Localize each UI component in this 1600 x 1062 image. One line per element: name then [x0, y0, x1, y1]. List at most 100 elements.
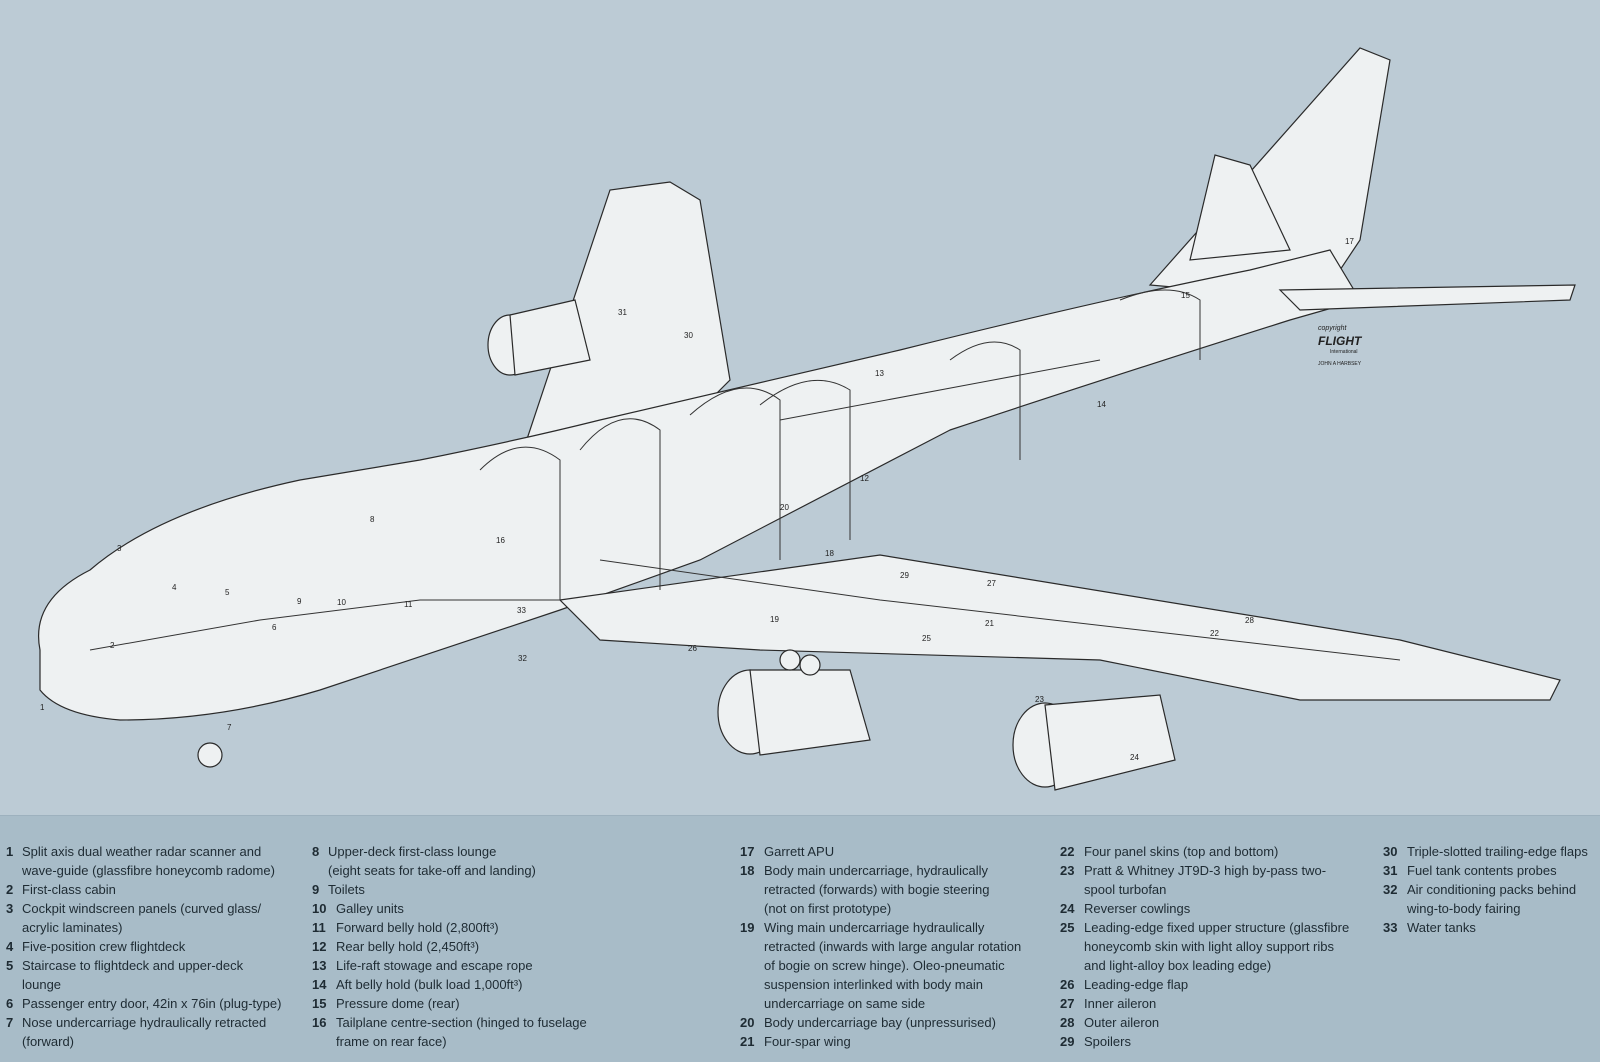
legend-item-text: Spoilers — [1084, 1034, 1131, 1049]
callout-18: 18 — [825, 549, 834, 558]
callout-8: 8 — [370, 515, 375, 524]
callout-14: 14 — [1097, 400, 1106, 409]
flight-international-credit: copyright FLIGHT International JOHN A HA… — [1318, 325, 1363, 367]
legend-item-number: 22 — [1060, 844, 1075, 859]
callout-11: 11 — [404, 600, 413, 609]
legend-item-text: Leading-edge fixed upper structure (glas… — [1084, 920, 1350, 973]
callout-1: 1 — [40, 703, 45, 712]
callout-25: 25 — [922, 634, 931, 643]
legend-item-text: Reverser cowlings — [1084, 901, 1191, 916]
callout-10: 10 — [337, 598, 346, 607]
legend-item-number: 25 — [1060, 920, 1075, 935]
legend-item-text: Leading-edge flap — [1084, 977, 1189, 992]
legend-item-number: 17 — [740, 844, 755, 859]
legend-item-text: Water tanks — [1407, 920, 1476, 935]
legend-item-text: First-class cabin — [22, 882, 116, 897]
legend-item-text: Body main undercarriage, hydraulically r… — [764, 863, 990, 916]
near-wing — [558, 554, 1561, 701]
fuselage — [38, 249, 1361, 721]
legend-item-number: 14 — [312, 977, 327, 992]
legend-item-text: Galley units — [336, 901, 404, 916]
legend-item-text: Pressure dome (rear) — [336, 996, 460, 1011]
legend-item: 18 Body main undercarriage, hydraulically… — [740, 861, 1070, 918]
callout-24: 24 — [1130, 753, 1139, 762]
callout-23: 23 — [1035, 695, 1044, 704]
legend-item-text: Staircase to flightdeck and upper-deck l… — [22, 958, 244, 992]
legend-item: 5 Staircase to flightdeck and upper-deck … — [6, 956, 306, 994]
legend-item-number: 30 — [1383, 844, 1398, 859]
callout-26: 26 — [688, 644, 697, 653]
svg-text:International: International — [1330, 349, 1358, 355]
svg-text:JOHN A HARBSEY: JOHN A HARBSEY — [1318, 361, 1362, 367]
legend-item-number: 16 — [312, 1015, 327, 1030]
legend-item: 22 Four panel skins (top and bottom) — [1060, 842, 1370, 861]
legend-item-number: 4 — [6, 939, 14, 954]
legend-item-text: Wing main undercarriage hydraulically re… — [764, 920, 1022, 1011]
legend-item: 14 Aft belly hold (bulk load 1,000ft³) — [312, 975, 642, 994]
upper-tailplane — [1189, 154, 1291, 261]
legend-item-text: Aft belly hold (bulk load 1,000ft³) — [336, 977, 523, 992]
legend-item-number: 13 — [312, 958, 327, 973]
callout-21: 21 — [985, 619, 994, 628]
svg-text:FLIGHT: FLIGHT — [1318, 334, 1363, 348]
legend-item-text: Pratt & Whitney JT9D-3 high by-pass two-… — [1084, 863, 1327, 897]
legend-item-text: Fuel tank contents probes — [1407, 863, 1557, 878]
legend-item-text: Nose undercarriage hydraulically retract… — [22, 1015, 267, 1049]
legend-item: 31 Fuel tank contents probes — [1383, 861, 1593, 880]
legend-item: 17 Garrett APU — [740, 842, 1070, 861]
legend-item-number: 2 — [6, 882, 14, 897]
legend-item-text: Forward belly hold (2,800ft³) — [336, 920, 499, 935]
legend-item-text: Four panel skins (top and bottom) — [1084, 844, 1279, 859]
legend-item: 33 Water tanks — [1383, 918, 1593, 937]
legend-item-number: 18 — [740, 863, 755, 878]
tail-fin — [1148, 47, 1391, 301]
legend-item: 2 First-class cabin — [6, 880, 306, 899]
callout-4: 4 — [172, 583, 177, 592]
legend-item-text: Five-position crew flightdeck — [22, 939, 186, 954]
legend-item: 25 Leading-edge fixed upper structure (gl… — [1060, 918, 1370, 975]
svg-text:copyright: copyright — [1318, 325, 1347, 332]
legend-item: 27 Inner aileron — [1060, 994, 1370, 1013]
legend-item-text: Upper-deck first-class lounge (eight sea… — [328, 844, 536, 878]
legend-item-text: Garrett APU — [764, 844, 835, 859]
legend-item-number: 8 — [312, 844, 320, 859]
legend-item-text: Toilets — [328, 882, 365, 897]
callout-7: 7 — [227, 723, 232, 732]
legend-item-number: 33 — [1383, 920, 1398, 935]
legend-item-number: 31 — [1383, 863, 1398, 878]
legend-item-number: 20 — [740, 1015, 755, 1030]
legend-item-number: 5 — [6, 958, 14, 973]
callout-6: 6 — [272, 623, 277, 632]
legend-item-text: Inner aileron — [1084, 996, 1157, 1011]
callout-17: 17 — [1345, 237, 1354, 246]
callout-29: 29 — [900, 571, 909, 580]
legend-item-number: 1 — [6, 844, 14, 859]
legend-item-text: Rear belly hold (2,450ft³) — [336, 939, 480, 954]
callout-33: 33 — [517, 606, 526, 615]
callout-27: 27 — [987, 579, 996, 588]
legend-item-number: 27 — [1060, 996, 1075, 1011]
legend-item-text: Outer aileron — [1084, 1015, 1160, 1030]
legend-item-number: 21 — [740, 1034, 755, 1049]
callout-5: 5 — [225, 588, 230, 597]
legend-item-number: 32 — [1383, 882, 1398, 897]
